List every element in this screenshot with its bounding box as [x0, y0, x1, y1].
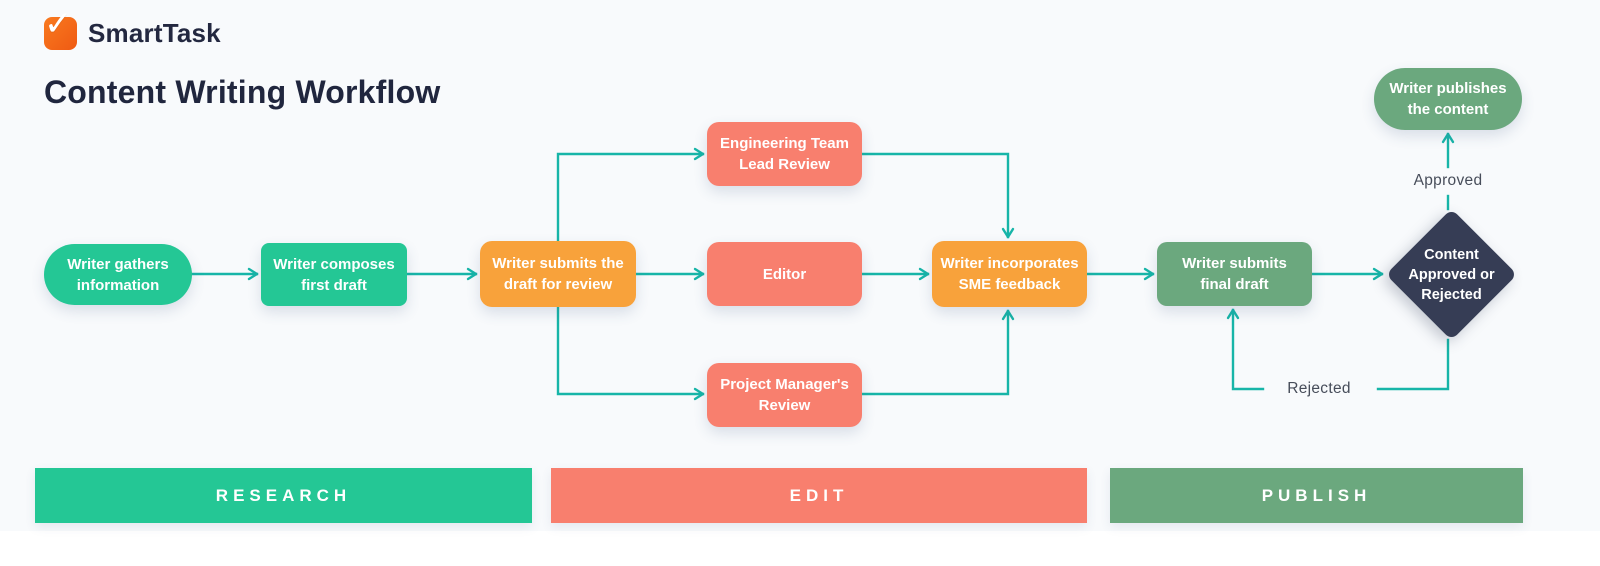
node-label-line: Lead Review	[739, 156, 830, 173]
check-icon: ✓	[44, 5, 73, 43]
decision-label: Content Approved or Rejected	[1392, 245, 1512, 305]
node-writer-gathers-information: Writer gathers information	[44, 244, 192, 305]
connector-decision-rejected-right	[1376, 338, 1450, 391]
brand-name: SmartTask	[88, 18, 221, 48]
connector-eng-to-sme	[860, 152, 1015, 239]
node-label-line: Writer gathers	[67, 255, 169, 273]
connector-submit-to-pm	[556, 305, 705, 401]
node-label-line: information	[76, 276, 160, 294]
phase-band-research: RESEARCH	[35, 468, 532, 523]
node-label-line: final draft	[1200, 276, 1269, 293]
phase-label: PUBLISH	[1261, 485, 1372, 505]
node-label-line: Approved or	[1408, 266, 1495, 283]
node-label-line: first draft	[301, 276, 367, 294]
node-label-line: Rejected	[1421, 286, 1482, 303]
node-label-line: Project Manager's	[720, 376, 849, 393]
node-label-line: the content	[1407, 101, 1489, 118]
node-label-line: Writer incorporates	[940, 255, 1079, 272]
node-label-line: draft for review	[503, 276, 613, 293]
phase-band-edit: EDIT	[551, 468, 1087, 523]
node-label-line: Engineering Team	[720, 135, 849, 152]
phase-label: EDIT	[789, 485, 849, 505]
node-writer-submits-draft-for-review: Writer submits the draft for review	[480, 241, 636, 307]
bottom-white-strip	[0, 531, 1600, 566]
node-label-line: Content	[1424, 246, 1479, 263]
node-label-line: Writer submits	[1182, 255, 1287, 272]
node-label-line: Review	[758, 397, 811, 414]
phase-band-publish: PUBLISH	[1110, 468, 1523, 523]
node-label-line: SME feedback	[958, 276, 1061, 293]
edge-label-rejected: Rejected	[1287, 380, 1351, 397]
node-label-line: Editor	[762, 265, 807, 283]
brand: ✓ SmartTask	[44, 7, 221, 50]
node-engineering-team-lead-review: Engineering Team Lead Review	[707, 122, 862, 186]
connector-pm-to-sme	[860, 309, 1015, 396]
connector-rejected-to-final	[1226, 308, 1265, 391]
node-writer-incorporates-sme-feedback: Writer incorporates SME feedback	[932, 241, 1087, 307]
node-editor: Editor	[707, 242, 862, 306]
smarttask-logo: ✓	[44, 7, 77, 50]
phase-label: RESEARCH	[215, 485, 352, 505]
edge-label-approved: Approved	[1413, 172, 1483, 189]
page-title: Content Writing Workflow	[44, 74, 441, 110]
node-label-line: Writer composes	[273, 255, 395, 273]
node-writer-composes-first-draft: Writer composes first draft	[261, 243, 407, 306]
node-label-line: Writer submits the	[492, 255, 624, 272]
node-writer-publishes-the-content: Writer publishes the content	[1374, 68, 1522, 130]
node-label-line: Writer publishes	[1389, 80, 1507, 97]
node-writer-submits-final-draft: Writer submits final draft	[1157, 242, 1312, 306]
connector-submit-to-eng	[556, 147, 705, 243]
node-project-managers-review: Project Manager's Review	[707, 363, 862, 427]
